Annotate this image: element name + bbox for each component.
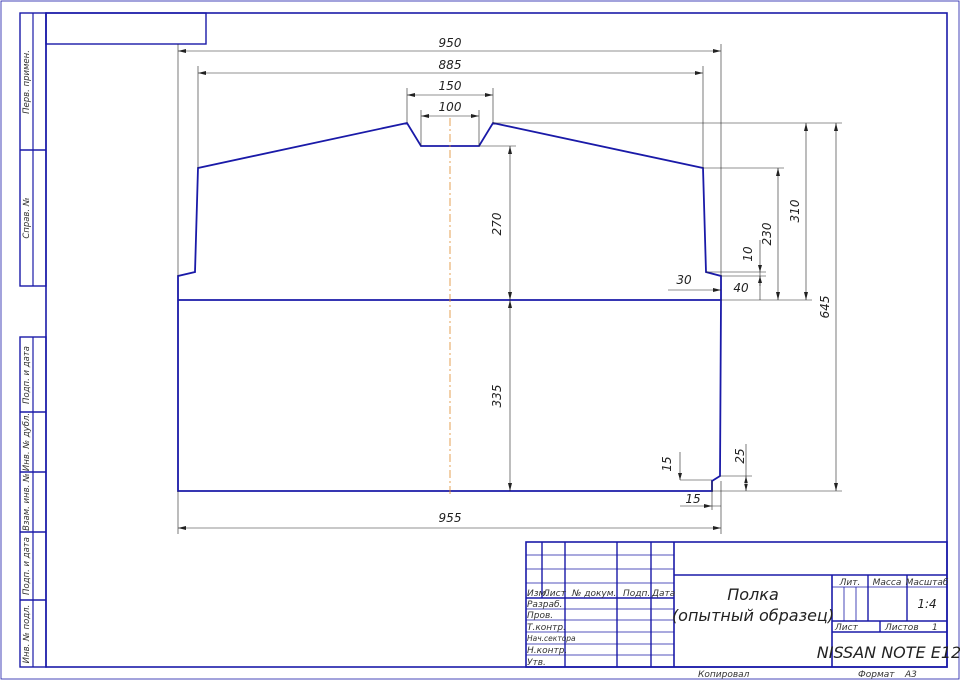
tb-role-nkontr: Н.контр. [527, 646, 567, 656]
stamp-inv-dubl: Инв. № дубл. [22, 413, 32, 471]
dim-30-label: 30 [676, 273, 692, 287]
dim-230-label: 230 [760, 222, 774, 245]
tb-massa-label: Масса [873, 578, 902, 588]
dim-100: 100 [420, 100, 480, 146]
dim-10-label: 10 [741, 246, 755, 262]
stamp-perv-primen: Перв. примен. [22, 50, 32, 114]
dim-310-label: 310 [788, 199, 802, 222]
stamp-vzam-inv: Взам. инв. № [22, 473, 32, 531]
title-block: Изм. Лист № докум. Подп. Дата Разраб. Пр… [525, 541, 960, 668]
tb-title-line2: (опытный образец) [672, 606, 834, 625]
tb-role-prov: Пров. [527, 611, 553, 621]
tb-header-data: Дата [651, 589, 675, 599]
inner-frame [45, 12, 948, 668]
dim-100-label: 100 [439, 100, 462, 114]
tb-header-list: Лист [542, 589, 567, 599]
tb-lit-label: Лит. [839, 578, 861, 588]
tb-role-nach-sektora: Нач.сектора [527, 634, 576, 643]
dim-950-label: 950 [439, 36, 462, 50]
tb-scale-value: 1:4 [917, 597, 936, 611]
dim-270: 270 [479, 145, 516, 300]
footer-format-value: А3 [904, 670, 917, 680]
tb-sheets-value: 1 [932, 623, 938, 633]
dim-25-label: 25 [733, 448, 747, 463]
left-binding-strip: Перв. примен. Справ. № Подп. и дата Инв.… [19, 12, 47, 668]
dim-335: 335 [490, 300, 512, 491]
dim-150: 150 [406, 79, 494, 123]
dim-335-label: 335 [490, 385, 504, 408]
tb-header-podp: Подп. [623, 589, 650, 599]
dim-corner-15: 15 15 [660, 452, 722, 510]
top-left-stamp-box [45, 12, 207, 45]
shelf-part [177, 118, 722, 496]
dim-270-label: 270 [490, 212, 504, 235]
tb-organization: NISSAN NOTE E12 [817, 643, 960, 662]
tb-role-tkontr: Т.контр. [527, 623, 566, 633]
dim-885-label: 885 [439, 58, 462, 72]
tb-role-razrab: Разраб. [527, 600, 562, 610]
dim-40-label: 40 [733, 281, 749, 295]
dim-right-group: 645 310 230 10 40 30 25 [493, 122, 842, 492]
dim-955-label: 955 [439, 511, 462, 525]
stamp-podp-data-2: Подп. и дата [22, 537, 32, 595]
tb-masshtab-label: Масштаб [906, 578, 949, 588]
stamp-podp-data-1: Подп. и дата [22, 346, 32, 404]
dim-950: 950 [177, 36, 722, 276]
dim-645-label: 645 [818, 296, 832, 319]
footer-copied: Копировал [698, 670, 750, 680]
tb-sheets-label: Листов [884, 623, 919, 633]
shelf-upper-outline [177, 121, 722, 300]
dim-corner-vertical-label: 15 [660, 456, 674, 471]
dim-955: 955 [177, 491, 722, 534]
stamp-sprav-no: Справ. № [22, 197, 32, 239]
tb-header-izm: Изм. [527, 589, 548, 599]
tb-sheet-label: Лист [834, 623, 859, 633]
shelf-lower-outline [177, 299, 722, 492]
dim-corner-horizontal-label: 15 [685, 492, 700, 506]
dim-885: 885 [197, 58, 704, 168]
tb-title-line1: Полка [727, 585, 779, 604]
dim-150-label: 150 [439, 79, 462, 93]
tb-header-n-dokum: № докум. [571, 589, 616, 599]
footer-format-label: Формат [858, 670, 895, 680]
tb-role-utv: Утв. [527, 658, 546, 668]
stamp-inv-podl: Инв. № подл. [22, 605, 32, 664]
